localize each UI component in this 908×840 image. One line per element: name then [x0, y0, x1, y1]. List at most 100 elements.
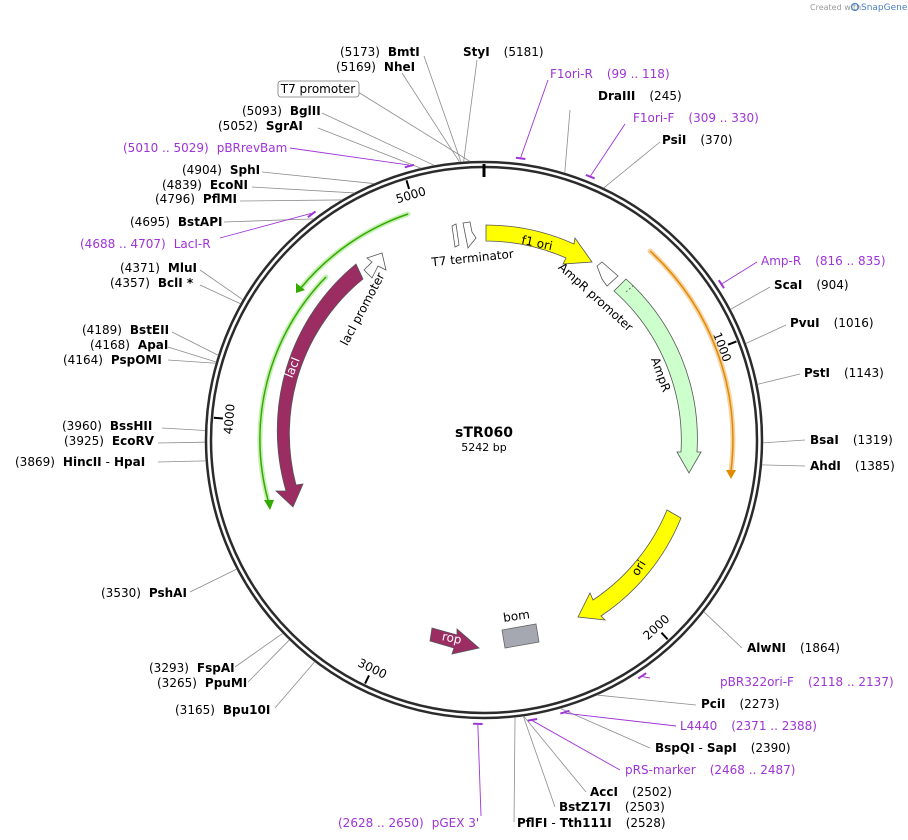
site-label-acci[interactable]: AccI(2502): [590, 785, 672, 799]
primer-label-pbrrevbam[interactable]: (5010 .. 5029)pBRrevBam: [123, 141, 287, 155]
site-label-bcli[interactable]: (4357)BclI *: [110, 276, 194, 290]
leader-line-18: [234, 632, 284, 668]
tick-mark-1000: [727, 340, 737, 346]
leader-line-25: [757, 373, 801, 385]
primer-mark-3: [307, 210, 317, 218]
plasmid-name: sTR060: [455, 425, 513, 441]
site-label-scai[interactable]: ScaI(904): [774, 278, 849, 292]
tick-mark-5000: [405, 180, 411, 190]
primer-mark-4: [717, 279, 725, 289]
primer-leader-1: [590, 123, 626, 176]
t7-promoter-box[interactable]: [277, 80, 360, 98]
site-label-pflmi[interactable]: (4796)PflMI: [155, 192, 237, 206]
restriction-site-labels: (5173)BmtI StyI(5181) (5169)NheI DraIII(…: [15, 45, 895, 830]
leader-line-34: [357, 91, 471, 162]
primer-labels: F1ori-R(99 .. 118) F1ori-F(309 .. 330) (…: [80, 67, 894, 830]
leader-line-16: [157, 460, 206, 463]
primer-label-pbr322ori-f[interactable]: pBR322ori-F(2118 .. 2137): [720, 675, 894, 689]
leader-line-9: [199, 269, 244, 301]
site-label-bsshii[interactable]: (3960)BssHII: [62, 419, 152, 433]
leader-line-4: [317, 127, 422, 169]
feature-ori[interactable]: [577, 509, 682, 621]
site-label-psti[interactable]: PstI(1143): [804, 366, 884, 380]
feature-bom[interactable]: [501, 623, 540, 649]
t7-terminator-arrow-icon: [462, 221, 477, 249]
site-label-styi[interactable]: StyI(5181): [463, 45, 544, 59]
leader-line-2: [401, 72, 460, 163]
leader-line-24: [745, 324, 787, 344]
primer-mark-2: [404, 163, 415, 169]
label-t7-promoter: T7 promoter: [280, 82, 356, 96]
primer-mark-7: [527, 718, 538, 722]
site-label-bspqi-sapi[interactable]: BspQI-SapI(2390): [655, 741, 791, 755]
tick-mark-4000: [213, 416, 223, 420]
site-label-psii[interactable]: PsiI(370): [662, 133, 733, 147]
feature-f1-ori[interactable]: [485, 224, 593, 265]
site-label-bsai[interactable]: BsaI(1319): [810, 433, 893, 447]
site-label-mlui[interactable]: (4371)MluI: [120, 261, 197, 275]
feature-laci-promoter[interactable]: [363, 252, 387, 279]
primer-label-amp-r[interactable]: Amp-R(816 .. 835): [761, 254, 886, 268]
tick-label-5000: 5000: [394, 184, 427, 206]
primer-leader-7: [532, 720, 621, 771]
site-label-pshai[interactable]: (3530)PshAI: [101, 586, 187, 600]
primer-leader-6: [565, 712, 677, 727]
feature-t7-terminator[interactable]: [451, 223, 460, 248]
site-label-alwni[interactable]: AlwNI(1864): [747, 641, 840, 655]
primer-label-f1ori-r[interactable]: F1ori-R(99 .. 118): [550, 67, 670, 81]
leader-line-1: [463, 59, 478, 162]
leader-line-23: [730, 286, 771, 310]
primer-mark-5: [637, 672, 647, 680]
site-label-bpu10i[interactable]: (3165)Bpu10I: [175, 703, 270, 717]
primer-leader-3: [219, 213, 312, 239]
leader-line-20: [274, 661, 316, 709]
site-label-nhei[interactable]: (5169)NheI: [336, 60, 415, 74]
feature-outer-orange-arrowhead: [726, 470, 736, 479]
site-label-bglii[interactable]: (5093)BglII: [242, 104, 321, 118]
primer-label-f1ori-f[interactable]: F1ori-F(309 .. 330): [633, 111, 759, 125]
site-label-draiii[interactable]: DraIII(245): [598, 89, 682, 103]
site-label-bmti[interactable]: (5173)BmtI: [340, 45, 420, 59]
site-label-sphi[interactable]: (4904)SphI: [182, 163, 260, 177]
site-label-apai[interactable]: (4168)ApaI: [90, 338, 168, 352]
feature-ampr-promoter[interactable]: [596, 261, 619, 287]
site-label-pspomi[interactable]: (4164)PspOMI: [63, 353, 162, 367]
leader-line-10: [199, 284, 241, 305]
site-label-fspai[interactable]: (3293)FspAI: [149, 661, 235, 675]
site-label-hincii-hpai[interactable]: (3869)HincII-HpaI: [15, 455, 145, 469]
site-label-pvui[interactable]: PvuI(1016): [790, 316, 874, 330]
site-label-pcii[interactable]: PciI(2273): [701, 697, 779, 711]
leader-line-8: [223, 218, 314, 223]
site-label-sgrai[interactable]: (5052)SgrAI: [218, 119, 303, 133]
site-label-pflfi-tth111i[interactable]: PflFI-Tth111I(2528): [517, 816, 666, 830]
leader-line-13: [167, 359, 216, 364]
feature-laci[interactable]: [274, 263, 364, 508]
site-label-bsteii[interactable]: (4189)BstEII: [82, 323, 169, 337]
leader-lines: [157, 55, 806, 823]
leader-line-5: [261, 171, 375, 184]
credit-prefix: Created with: [810, 3, 861, 12]
site-label-econi[interactable]: (4839)EcoNI: [162, 178, 248, 192]
primer-mark-6: [560, 709, 570, 715]
feature-ampr[interactable]: [613, 278, 702, 474]
primer-label-l4440[interactable]: L4440(2371 .. 2388): [680, 719, 817, 733]
primer-label-laci-r[interactable]: (4688 .. 4707)LacI-R: [80, 237, 211, 251]
site-label-bstapi[interactable]: (4695)BstAPI: [130, 215, 222, 229]
primer-marks: [219, 79, 758, 817]
primer-label-prs-marker[interactable]: pRS-marker(2468 .. 2487): [625, 763, 795, 777]
tick-label-3000: 3000: [356, 656, 390, 682]
leader-line-29: [596, 694, 697, 706]
leader-line-28: [703, 611, 743, 649]
site-label-ecorv[interactable]: (3925)EcoRV: [64, 434, 155, 448]
site-label-ahdi[interactable]: AhdI(1385): [810, 459, 895, 473]
site-label-bstz17i[interactable]: BstZ17I(2503): [559, 800, 665, 814]
feature-rop[interactable]: [429, 627, 480, 655]
primer-label-pgex-3[interactable]: (2628 .. 2650)pGEX 3': [338, 816, 479, 830]
site-label-ppumi[interactable]: (3265)PpuMI: [157, 676, 247, 690]
credit-brand: SnapGene: [861, 3, 908, 13]
leader-line-0: [423, 55, 462, 163]
plasmid-length: 5242 bp: [461, 441, 506, 454]
leader-line-17: [189, 568, 237, 593]
leader-line-11: [171, 331, 219, 356]
